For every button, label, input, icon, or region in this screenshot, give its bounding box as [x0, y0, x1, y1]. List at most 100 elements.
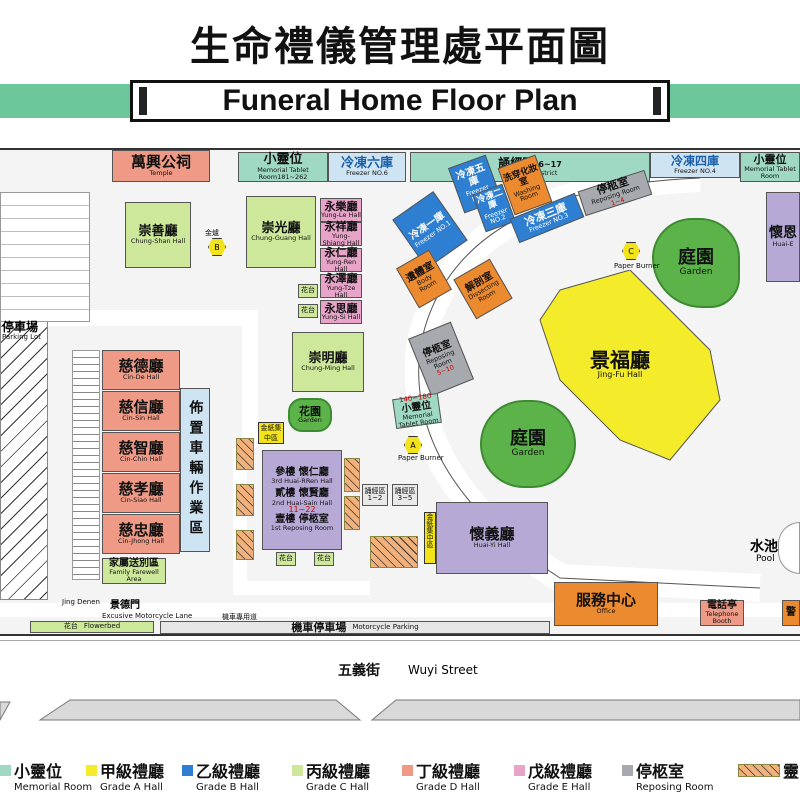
- legend-label: 丙級禮廳: [306, 762, 371, 781]
- yung-ren-label: 永仁廳: [324, 246, 358, 260]
- garden-mid-en: Garden: [511, 447, 545, 458]
- family-farewell-en: Family Farewell Area: [109, 568, 159, 584]
- huai-e-en: Huai-E: [772, 239, 794, 248]
- legend-swatch: [0, 764, 11, 776]
- parking-stalls-mid: [72, 350, 100, 580]
- legend-swatch: [292, 764, 303, 776]
- legend-label-en: Grade C Hall: [306, 782, 370, 793]
- chung-guang-en: Chung-Guang Hall: [251, 234, 311, 243]
- gold-burner-b-label: 金爐: [205, 229, 219, 237]
- memorial-tablet-top-en: Memorial Tablet Room181~262: [257, 166, 309, 181]
- jing-fu-hall-shape: [539, 270, 721, 461]
- huai-ren-label: 參樓 懷仁廳: [275, 466, 329, 478]
- legend-label: 戊級禮廳: [528, 762, 593, 781]
- service-center-office: 服務中心 Office: [554, 582, 658, 626]
- legend-label: 靈: [783, 762, 800, 781]
- legend-row: 戊級禮廳: [514, 758, 592, 782]
- police-label: 警: [786, 606, 796, 618]
- small-garden: 花園 Garden: [288, 398, 332, 432]
- flowerbed-bottom-2-label: 花台: [317, 554, 331, 563]
- yung-shiang-hall: 永祥廳 Yung-Shiang Hall: [320, 221, 362, 246]
- small-garden-label: 花園: [299, 404, 321, 418]
- huai-e-label: 懷恩: [769, 225, 797, 242]
- hatched-walkway-1: [236, 438, 254, 470]
- yung-le-hall: 永樂廳 Yung-Le Hall: [320, 198, 362, 222]
- huai-sian-range: 11~22: [288, 505, 316, 515]
- motorcycle-parking: 機車停車場 Motorcycle Parking: [160, 621, 550, 634]
- legend-row: 甲級禮廳: [86, 758, 164, 782]
- street-label-en: Wuyi Street: [408, 663, 478, 677]
- legend-swatch: [86, 764, 97, 776]
- office-label-en: Office: [596, 607, 616, 616]
- hatched-walkway-4: [344, 458, 360, 492]
- moto-parking-en: Motorcycle Parking: [352, 622, 419, 631]
- legend-swatch: [402, 764, 413, 776]
- legend-label: 乙級禮廳: [196, 762, 261, 781]
- parking-stalls-left: [0, 318, 48, 600]
- garden-mid-label: 庭園: [510, 427, 546, 449]
- telephone-label: 電話亭: [707, 599, 737, 611]
- memorial-right-label: 小靈位: [753, 153, 787, 167]
- memorial-tablet-room-right: 小靈位 Memorial Tablet Room: [740, 152, 800, 182]
- chung-guang-label: 崇光廳: [261, 220, 301, 236]
- memorial-right-en: Memorial Tablet Room: [744, 164, 796, 180]
- freezer-no6: 冷凍六庫 Freezer NO.6: [328, 152, 406, 182]
- gold-burner-c: C: [622, 242, 640, 260]
- cin-sin-label: 慈信廳: [118, 397, 164, 416]
- legend-swatch: [622, 764, 633, 776]
- flowerbed-label-en: Flowerbed: [83, 622, 121, 631]
- chanting-range: 6~17: [538, 160, 562, 170]
- legend-swatch: [514, 764, 525, 776]
- legend-label-en: Reposing Room: [636, 782, 714, 793]
- parking-stalls-top: [0, 192, 90, 322]
- huai-multi-floor-building: 參樓 懷仁廳 3rd Huai-RRen Hall 貳樓 懷賢廳 2nd Hua…: [262, 450, 342, 550]
- chung-ming-en: Chung-Ming Hall: [301, 364, 355, 373]
- gold-burner-c-label: Paper Burner: [614, 262, 660, 270]
- legend-label: 停柩室: [636, 762, 685, 781]
- yung-si-hall: 永思廳 Yung-Si Hall: [320, 300, 362, 324]
- chung-ming-label: 崇明廳: [308, 350, 348, 366]
- jing-fu-hall: 景福廳 Jing-Fu Hall: [570, 344, 670, 386]
- flowerbed-small-2: 花台: [298, 304, 318, 318]
- gold-burner-c-tag: C: [628, 247, 634, 256]
- chanting-small-2-range: 3~5: [397, 494, 413, 502]
- gold-burner-a-label: Paper Burner: [398, 454, 444, 462]
- cin-chin-en: Cin-Chin Hall: [120, 455, 162, 464]
- gold-burner-b-tag: B: [214, 243, 220, 252]
- memorial-tablet-room-mid: 140~180 小靈位 Memorial Tablet Room: [392, 392, 442, 430]
- chung-shan-label: 崇善廳: [138, 223, 178, 239]
- header-band-left: [0, 84, 135, 118]
- yung-tze-label: 永澤廳: [324, 272, 358, 286]
- legend-row: 停柩室: [622, 758, 684, 782]
- flowerbed-bottom-1-label: 花台: [279, 554, 293, 563]
- huai-yi-en: Huai-Yi Hall: [473, 541, 511, 550]
- jing-fu-label: 景福廳: [590, 348, 650, 373]
- cin-jhong-en: Cin-Jhong Hall: [118, 537, 164, 546]
- yung-tze-hall: 永澤廳 Yung-Tze Hall: [320, 272, 362, 298]
- legend-label-en: Grade E Hall: [528, 782, 591, 793]
- garden-mid: 庭園 Garden: [480, 400, 576, 488]
- legend-row: 乙級禮廳: [182, 758, 260, 782]
- chanting-small-1-label: 誦經區: [364, 486, 386, 495]
- wuyi-street: [0, 640, 800, 698]
- yung-si-label: 永思廳: [324, 301, 358, 315]
- gold-burner-b: B: [208, 238, 226, 256]
- freezer6-label-en: Freezer NO.6: [346, 169, 388, 178]
- legend-label-en: Grade D Hall: [416, 782, 480, 793]
- parking-lot-label: 停車場: [2, 320, 39, 334]
- yung-si-en: Yung-Si Hall: [321, 313, 361, 322]
- office-label: 服務中心: [575, 590, 636, 609]
- legend-label: 丁級禮廳: [416, 762, 481, 781]
- garden-top: 庭園 Garden: [652, 218, 740, 308]
- legend-label-en: Memorial Room: [14, 782, 93, 793]
- flowerbed-strip: 花台 Flowerbed: [30, 621, 154, 633]
- legend-row: 靈: [738, 758, 799, 782]
- chung-shan-hall: 崇善廳 Chung-Shan Hall: [125, 202, 191, 268]
- cin-de-en: Cin-De Hall: [122, 373, 160, 382]
- telephone-label-en: Telephone Booth: [705, 610, 739, 626]
- yung-le-label: 永樂廳: [324, 199, 358, 213]
- garden-top-label: 庭園: [678, 246, 714, 268]
- chanting-area-1-2: 誦經區 1~2: [362, 484, 388, 506]
